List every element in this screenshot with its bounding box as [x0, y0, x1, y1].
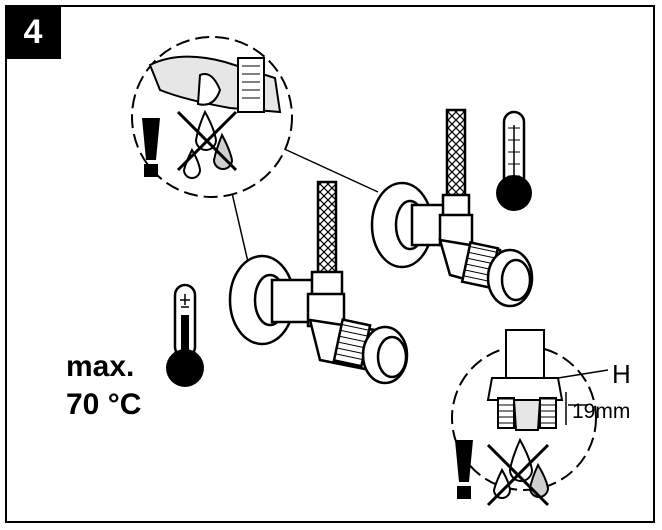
no-drip-icon — [486, 437, 550, 507]
thermometer-hot-icon — [166, 283, 204, 387]
left-angle-valve — [228, 180, 409, 385]
no-drip-icon — [176, 109, 238, 179]
max-temperature-label: max. 70 °C — [66, 348, 141, 424]
exclamation-icon — [455, 440, 473, 499]
temperature-line-2: 70 °C — [66, 388, 142, 421]
right-angle-valve — [370, 108, 534, 308]
illustration-frame — [5, 5, 655, 523]
detail-connector-lines — [231, 146, 379, 263]
step-number: 4 — [23, 12, 43, 51]
bottom-detail-circle — [451, 329, 609, 491]
thermometer-cold-icon — [496, 110, 532, 211]
temperature-line-1: max. — [66, 350, 135, 383]
step-number-badge: 4 — [5, 5, 61, 59]
exclamation-icon — [142, 118, 160, 177]
wrench-size-label: 19mm — [572, 400, 631, 423]
nut-label: H — [612, 359, 631, 389]
top-detail-circle — [131, 36, 293, 198]
